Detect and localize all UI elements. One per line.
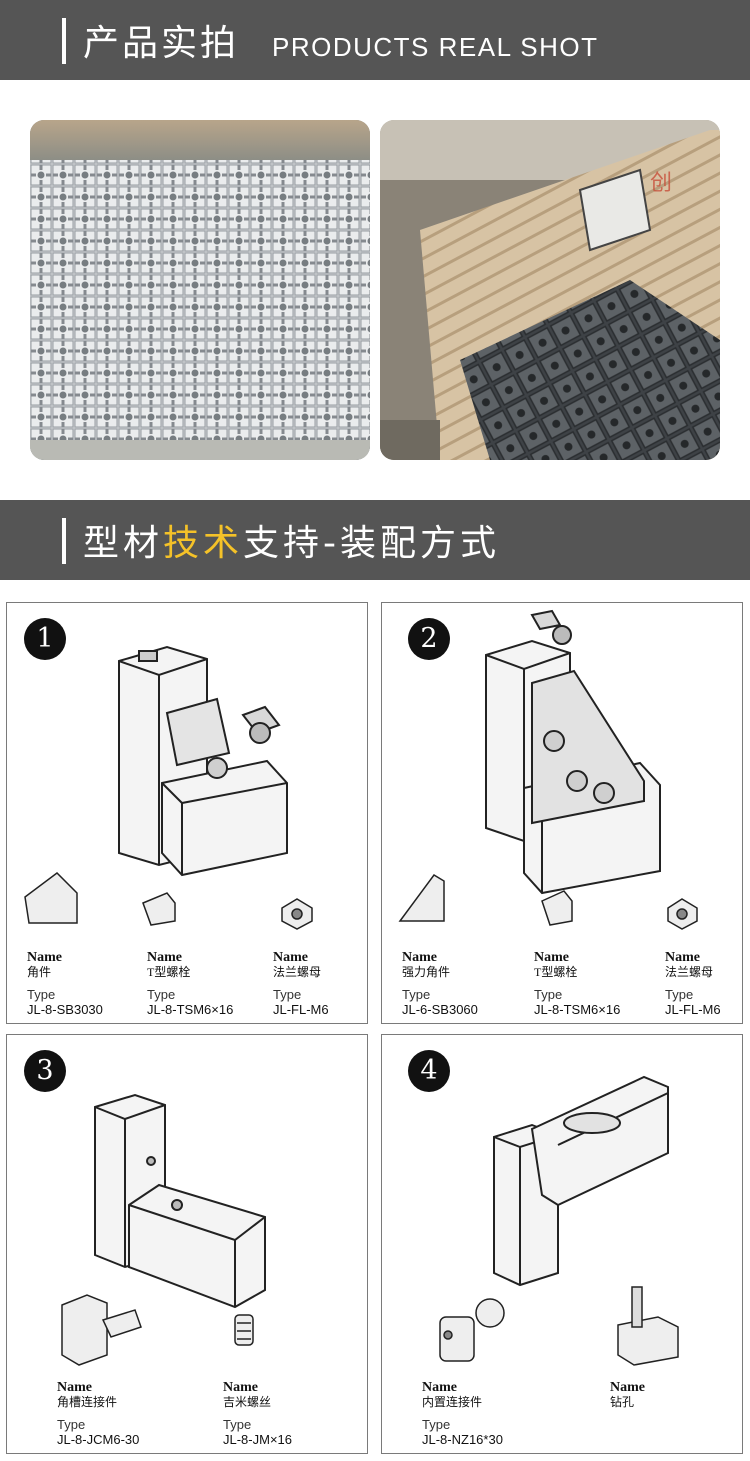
part-type: JL-FL-M6: [665, 1002, 721, 1017]
part-name: 强力角件: [402, 965, 451, 979]
aluminum-profiles-stack-image: [30, 120, 370, 460]
section-header-assembly-methods: 型材技术支持-装配方式: [0, 500, 750, 580]
panel-number-badge: 1: [24, 618, 66, 660]
corner-bracket-assembly-diagram: [24, 645, 313, 930]
assembly-panel-4: 4 Name 内置连接件 Type JL-8-NZ16*30 Name 钻孔: [381, 1034, 743, 1454]
part-name: T型螺栓: [147, 965, 191, 979]
name-label: Name: [27, 950, 62, 965]
warehouse-profiles-image: 创: [380, 120, 720, 460]
assembly-panel-1: 1 Name 角件 Type JL-8-SB3030 Name T型螺栓: [6, 602, 368, 1024]
part-type: JL-8-TSM6×16: [147, 1002, 234, 1017]
type-label: Type: [422, 1417, 451, 1432]
part-name: 内置连接件: [422, 1395, 483, 1409]
corner-slot-connector-diagram: [61, 1093, 266, 1366]
header-title-cn: 型材技术支持-装配方式: [83, 514, 500, 566]
part-caption: Name 钻孔: [610, 1380, 645, 1410]
assembly-panel-2: 2 Name 强力角件 Type JL-6-SB3060 Name T型: [381, 602, 743, 1024]
header-title-en: PRODUCTS REAL SHOT: [272, 32, 599, 62]
name-label: Name: [147, 950, 182, 965]
part-type: JL-8-TSM6×16: [534, 1002, 621, 1017]
heavy-bracket-assembly-diagram: [398, 609, 698, 930]
title-accent: 技术: [163, 523, 244, 564]
name-label: Name: [534, 950, 569, 965]
panel-number-badge: 2: [408, 618, 450, 660]
header-title-cn: 产品实拍: [83, 23, 240, 64]
name-label: Name: [223, 1380, 258, 1395]
part-name: 吉米螺丝: [223, 1395, 272, 1409]
part-type: JL-8-NZ16*30: [422, 1432, 503, 1447]
part-name: 角槽连接件: [57, 1395, 118, 1409]
part-caption: Name 角槽连接件 Type JL-8-JCM6-30: [57, 1380, 139, 1447]
part-name: 法兰螺母: [273, 965, 322, 979]
part-name: 角件: [27, 965, 52, 979]
name-label: Name: [402, 950, 437, 965]
internal-connector-diagram: [439, 1075, 679, 1366]
part-caption: Name 强力角件 Type JL-6-SB3060: [402, 950, 478, 1017]
header-divider-bar: [62, 518, 66, 564]
part-name: 钻孔: [610, 1395, 635, 1409]
type-label: Type: [534, 987, 563, 1002]
product-photo-aluminum-stack: [30, 120, 370, 460]
title-part2: 支持-装配方式: [243, 523, 501, 564]
title-part1: 型材: [83, 523, 164, 564]
part-type: JL-6-SB3060: [402, 1002, 478, 1017]
type-label: Type: [665, 987, 694, 1002]
type-label: Type: [273, 987, 302, 1002]
name-label: Name: [273, 950, 308, 965]
part-name: 法兰螺母: [665, 965, 714, 979]
assembly-panel-3: 3 Name 角槽连接件 Type JL-8-JCM6-30 Name 吉米螺丝: [6, 1034, 368, 1454]
panel-number-badge: 4: [408, 1050, 450, 1092]
part-type: JL-8-JM×16: [223, 1432, 292, 1447]
name-label: Name: [610, 1380, 645, 1395]
part-caption: Name T型螺栓 Type JL-8-TSM6×16: [534, 950, 620, 1017]
svg-text:创: 创: [650, 171, 672, 196]
section-header-products-real-shot: 产品实拍 PRODUCTS REAL SHOT: [0, 0, 750, 80]
type-label: Type: [223, 1417, 252, 1432]
header-divider-bar: [62, 18, 66, 64]
part-caption: Name 内置连接件 Type JL-8-NZ16*30: [422, 1380, 503, 1447]
part-type: JL-FL-M6: [273, 1002, 329, 1017]
type-label: Type: [147, 987, 176, 1002]
part-name: T型螺栓: [534, 965, 578, 979]
name-label: Name: [422, 1380, 457, 1395]
name-label: Name: [57, 1380, 92, 1395]
product-photo-warehouse: 创: [380, 120, 720, 460]
part-caption: Name T型螺栓 Type JL-8-TSM6×16: [147, 950, 233, 1017]
part-caption: Name 吉米螺丝 Type JL-8-JM×16: [223, 1380, 292, 1447]
type-label: Type: [57, 1417, 86, 1432]
part-type: JL-8-SB3030: [27, 1002, 103, 1017]
part-caption: Name 角件 Type JL-8-SB3030: [27, 950, 103, 1017]
part-type: JL-8-JCM6-30: [57, 1432, 140, 1447]
part-caption: Name 法兰螺母 Type JL-FL-M6: [665, 950, 721, 1017]
panel-number-badge: 3: [24, 1050, 66, 1092]
part-caption: Name 法兰螺母 Type JL-FL-M6: [273, 950, 329, 1017]
type-label: Type: [27, 987, 56, 1002]
name-label: Name: [665, 950, 700, 965]
type-label: Type: [402, 987, 431, 1002]
